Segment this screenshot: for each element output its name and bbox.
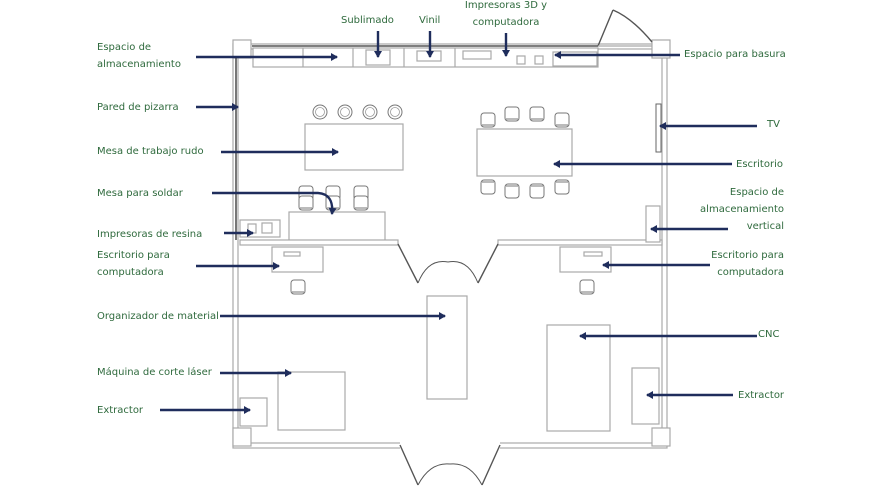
material-organizer <box>426 295 468 400</box>
right-computer-desk <box>559 246 612 295</box>
label-almacenamiento-vertical: Espacio de almacenamiento vertical <box>700 187 784 232</box>
desk-with-chairs <box>476 106 573 199</box>
rough-work-table <box>304 104 404 171</box>
laser-cutter <box>277 371 346 431</box>
welding-table <box>288 185 386 242</box>
label-mesa-trabajo-rudo: Mesa de trabajo rudo <box>97 146 204 157</box>
label-impresoras-3d: Impresoras 3D y computadora <box>464 0 548 28</box>
label-vinil: Vinil <box>419 15 441 26</box>
label-maquina-corte-laser: Máquina de corte láser <box>97 367 212 378</box>
callout-arrows <box>160 31 757 414</box>
cnc-machine <box>546 324 611 432</box>
tv-shape <box>655 103 662 153</box>
label-escritorio-computadora-izq: Escritorio para computadora <box>97 250 170 278</box>
label-espacio-almacenamiento: Espacio de almacenamiento <box>97 42 181 70</box>
label-mesa-soldar: Mesa para soldar <box>97 188 183 199</box>
label-tv: TV <box>767 119 780 130</box>
label-pared-pizarra: Pared de pizarra <box>97 102 179 113</box>
top-right-door <box>597 9 653 47</box>
arrow-soldar <box>212 191 337 215</box>
label-escritorio: Escritorio <box>736 159 783 170</box>
bottom-double-door <box>399 440 501 486</box>
middle-double-door <box>397 243 499 284</box>
label-organizador-material: Organizador de material <box>97 311 219 322</box>
label-impresoras-resina: Impresoras de resina <box>97 229 203 240</box>
left-extractor <box>239 397 268 427</box>
resin-printers <box>239 219 281 238</box>
label-espacio-basura: Espacio para basura <box>684 49 786 60</box>
label-extractor-der: Extractor <box>738 390 785 401</box>
partition-walls <box>239 205 663 246</box>
label-sublimado: Sublimado <box>341 15 394 26</box>
label-extractor-izq: Extractor <box>97 405 144 416</box>
label-escritorio-computadora-der: Escritorio para computadora <box>711 250 784 278</box>
label-cnc: CNC <box>758 329 780 340</box>
left-computer-desk <box>271 246 324 295</box>
